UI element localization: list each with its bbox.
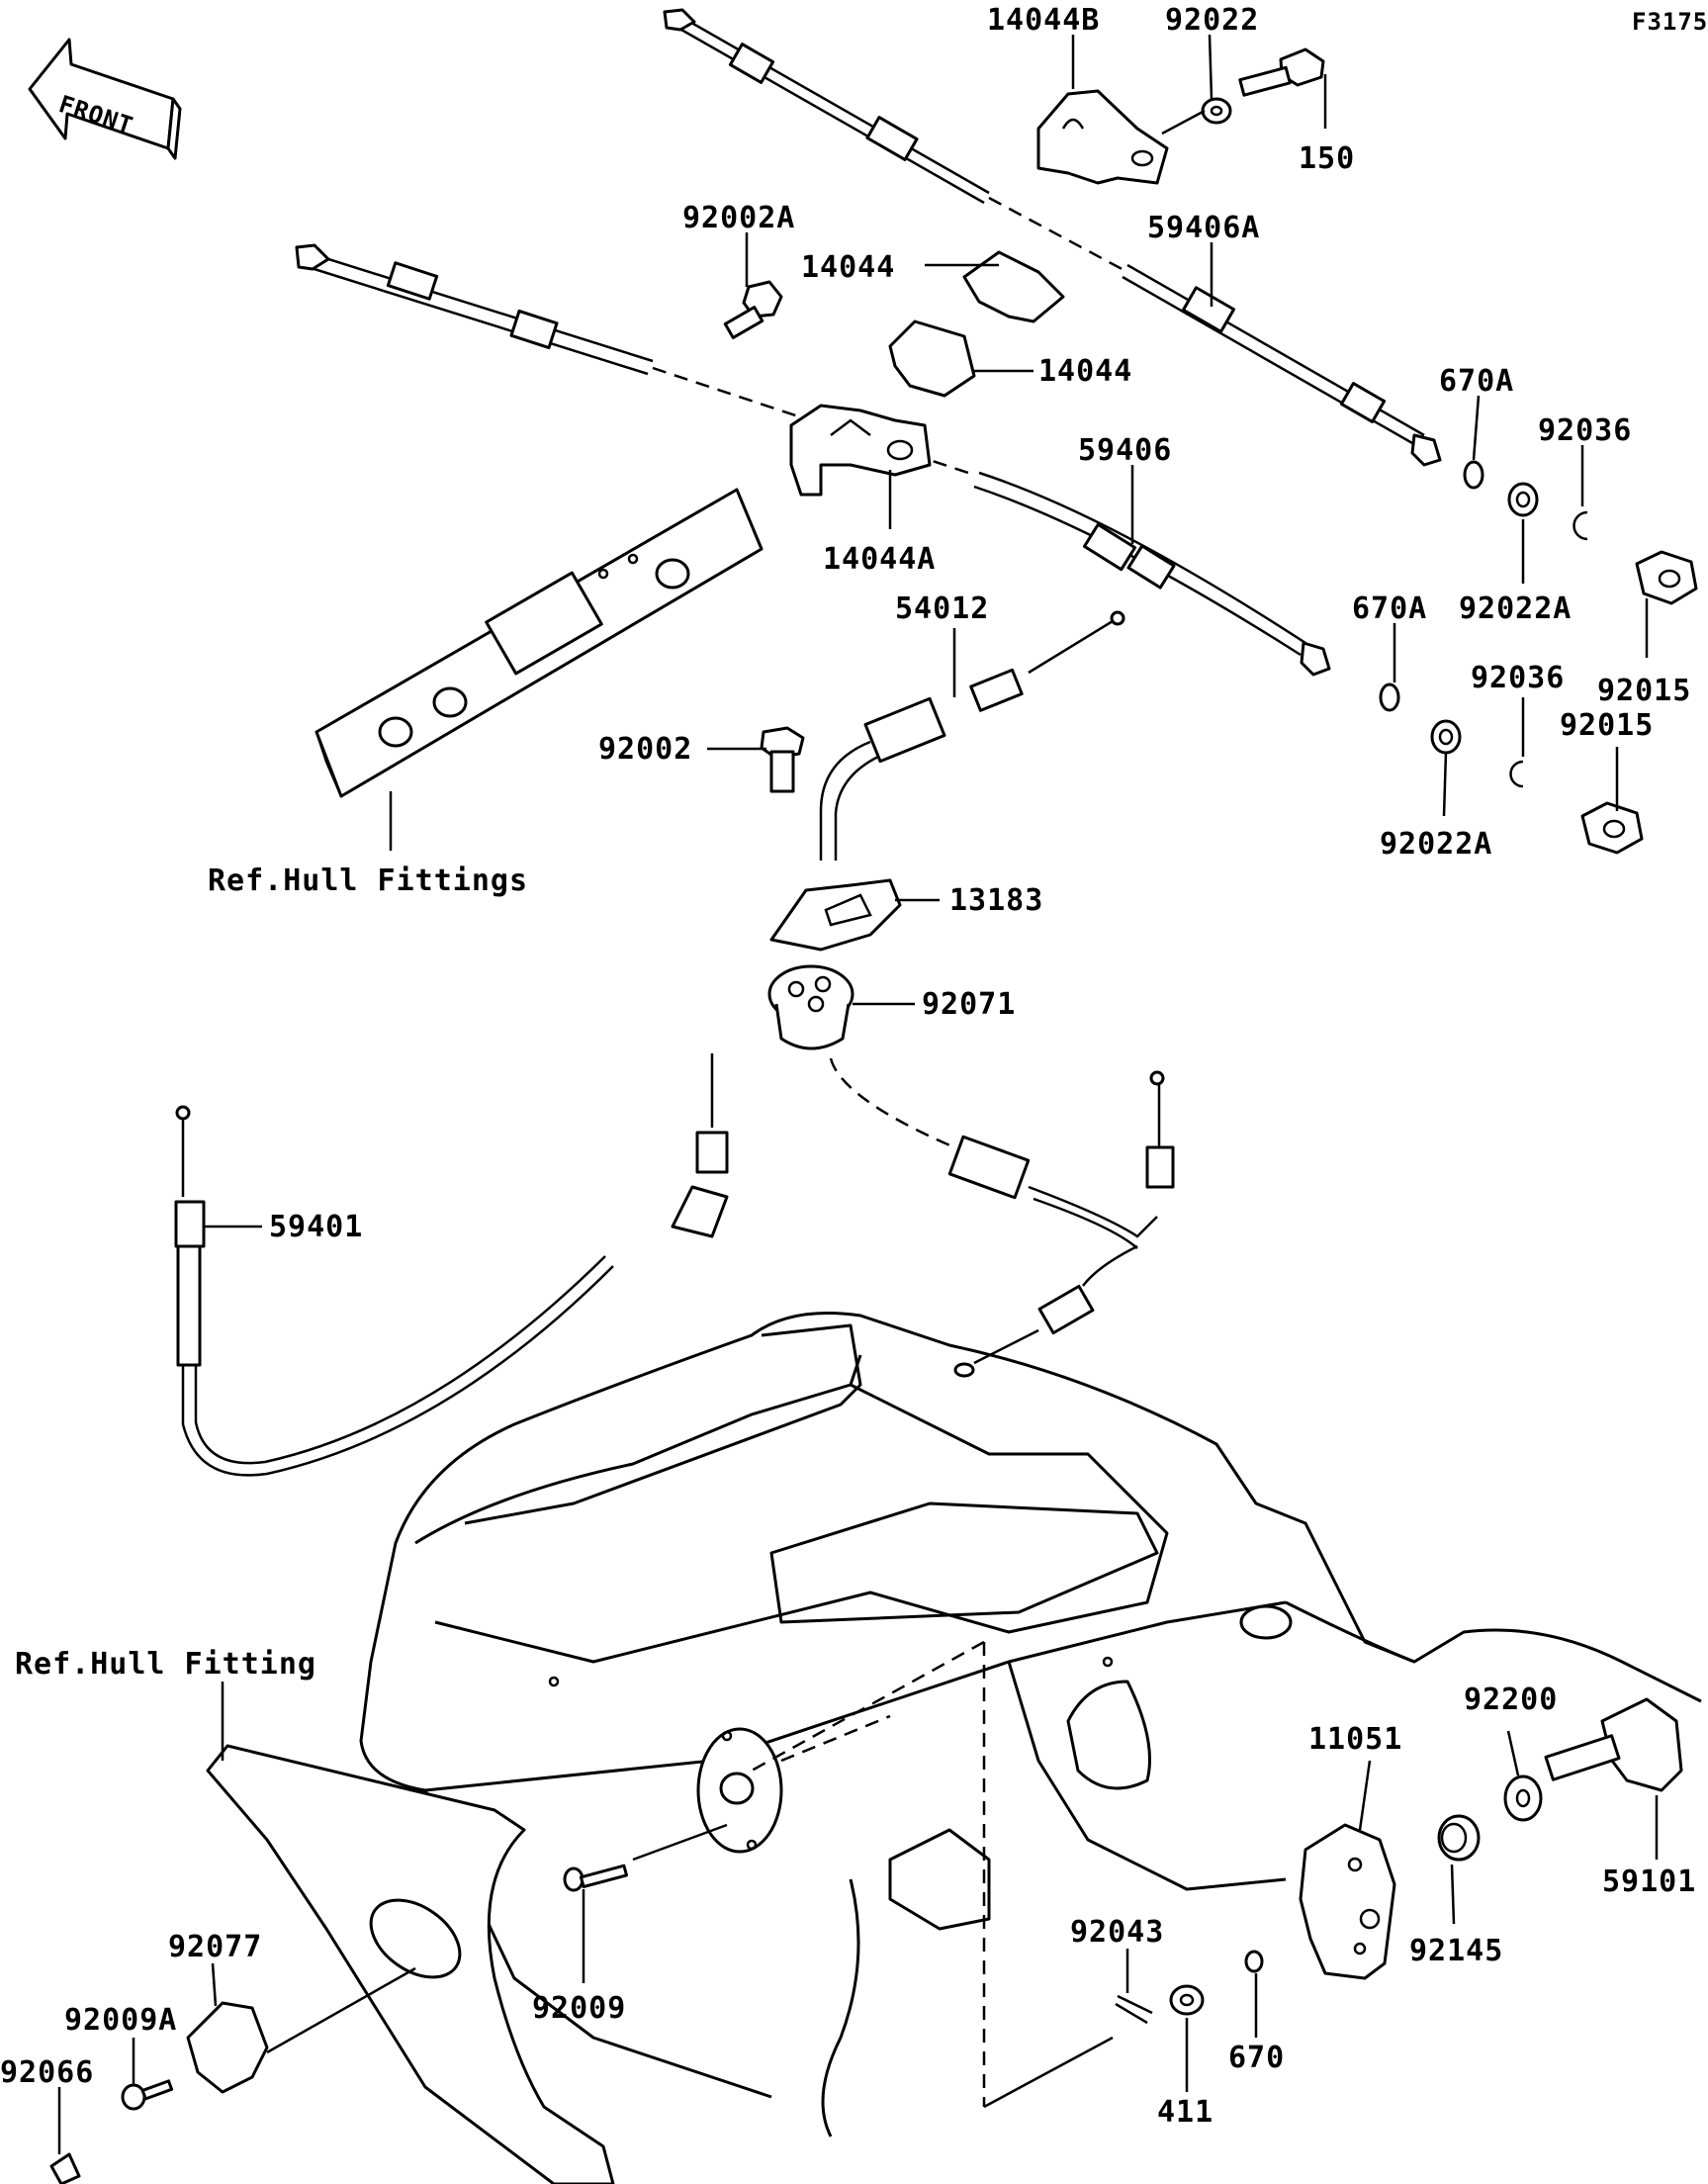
part-59401-cable	[174, 1053, 729, 1477]
dash-panel	[315, 488, 764, 798]
label-92145: 92145	[1409, 1934, 1503, 1968]
label-670A-1: 670A	[1439, 364, 1514, 399]
label-92200: 92200	[1464, 1683, 1558, 1717]
leader-lines	[57, 34, 1659, 2154]
label-150: 150	[1299, 141, 1355, 176]
part-92002-bolt	[760, 726, 805, 793]
hull-side-panel	[206, 1744, 615, 2184]
ref-hull-fittings: Ref.Hull Fittings	[208, 864, 528, 898]
part-14044B	[1036, 89, 1169, 185]
label-92022A-2: 92022A	[1380, 827, 1492, 862]
ref-hull-fitting: Ref.Hull Fitting	[15, 1647, 316, 1682]
part-13183-plate	[769, 878, 902, 952]
label-92002A: 92002A	[682, 201, 795, 235]
label-59406: 59406	[1078, 433, 1172, 468]
label-59406A: 59406A	[1147, 211, 1260, 245]
label-92022A-1: 92022A	[1459, 592, 1572, 626]
label-92066: 92066	[0, 2055, 94, 2090]
front-arrow-icon: FRONT	[28, 38, 182, 160]
part-92145-ring	[1437, 1814, 1481, 1862]
label-92002: 92002	[598, 732, 692, 767]
part-92022A-washer-2	[1430, 719, 1462, 755]
label-92015-1: 92015	[1597, 674, 1691, 708]
label-14044A: 14044A	[823, 542, 936, 577]
label-54012: 54012	[895, 592, 989, 626]
part-14044-upper	[962, 250, 1065, 323]
label-92009A: 92009A	[64, 2003, 177, 2038]
label-670A-2: 670A	[1352, 592, 1427, 626]
part-92077-cap	[186, 1966, 416, 2094]
part-411-washer	[1169, 1984, 1205, 2016]
label-92077: 92077	[168, 1930, 262, 1964]
part-670A-oring-2	[1379, 682, 1400, 712]
diagram-code: F3175	[1632, 8, 1708, 36]
part-670A-oring-1	[1463, 460, 1484, 490]
label-59401: 59401	[269, 1210, 363, 1244]
label-14044-lower: 14044	[1038, 354, 1132, 389]
label-14044B: 14044B	[987, 3, 1100, 38]
part-14044-lower	[888, 319, 976, 398]
part-92022A-washer-1	[1507, 482, 1539, 517]
label-14044-upper: 14044	[801, 250, 895, 285]
part-150-bolt	[1238, 47, 1325, 97]
part-14044A-bracket	[789, 404, 932, 497]
label-59101: 59101	[1602, 1865, 1696, 1899]
drain-plate	[696, 1714, 891, 1854]
part-92015-nut-1	[1635, 550, 1698, 605]
part-92200-washer	[1503, 1774, 1543, 1822]
label-92015-2: 92015	[1560, 708, 1654, 743]
label-92022: 92022	[1165, 3, 1259, 38]
part-92022-washer	[1201, 97, 1232, 125]
label-92043: 92043	[1070, 1915, 1164, 1950]
part-92009-screw	[563, 1823, 728, 1892]
hull-body	[359, 1312, 1702, 2138]
label-92036-1: 92036	[1538, 413, 1632, 448]
part-54012-cable	[819, 610, 1125, 861]
label-92009: 92009	[532, 1991, 626, 2026]
label-13183: 13183	[949, 883, 1043, 918]
part-59101-knob	[1544, 1697, 1683, 1792]
label-92036-2: 92036	[1471, 661, 1565, 695]
part-throttle-cable	[947, 1070, 1175, 1378]
part-92036-clip-1	[1573, 510, 1588, 541]
part-92009A-screw	[121, 2079, 174, 2111]
cable-59406	[295, 243, 1331, 677]
part-92015-nut-2	[1580, 801, 1644, 855]
part-92043-pin	[1115, 1994, 1153, 2025]
cable-59406A	[663, 8, 1442, 467]
label-411: 411	[1157, 2095, 1214, 2130]
part-92071-grommet	[767, 964, 854, 1050]
label-92071: 92071	[922, 987, 1016, 1022]
part-92036-clip-2	[1509, 760, 1524, 788]
part-11051-housing	[1299, 1823, 1396, 1980]
label-670: 670	[1228, 2041, 1285, 2075]
label-11051: 11051	[1308, 1722, 1402, 1757]
part-670-oring	[1244, 1950, 1264, 1973]
part-92066-clip	[49, 2152, 81, 2184]
part-92002A-bolt	[723, 280, 783, 339]
